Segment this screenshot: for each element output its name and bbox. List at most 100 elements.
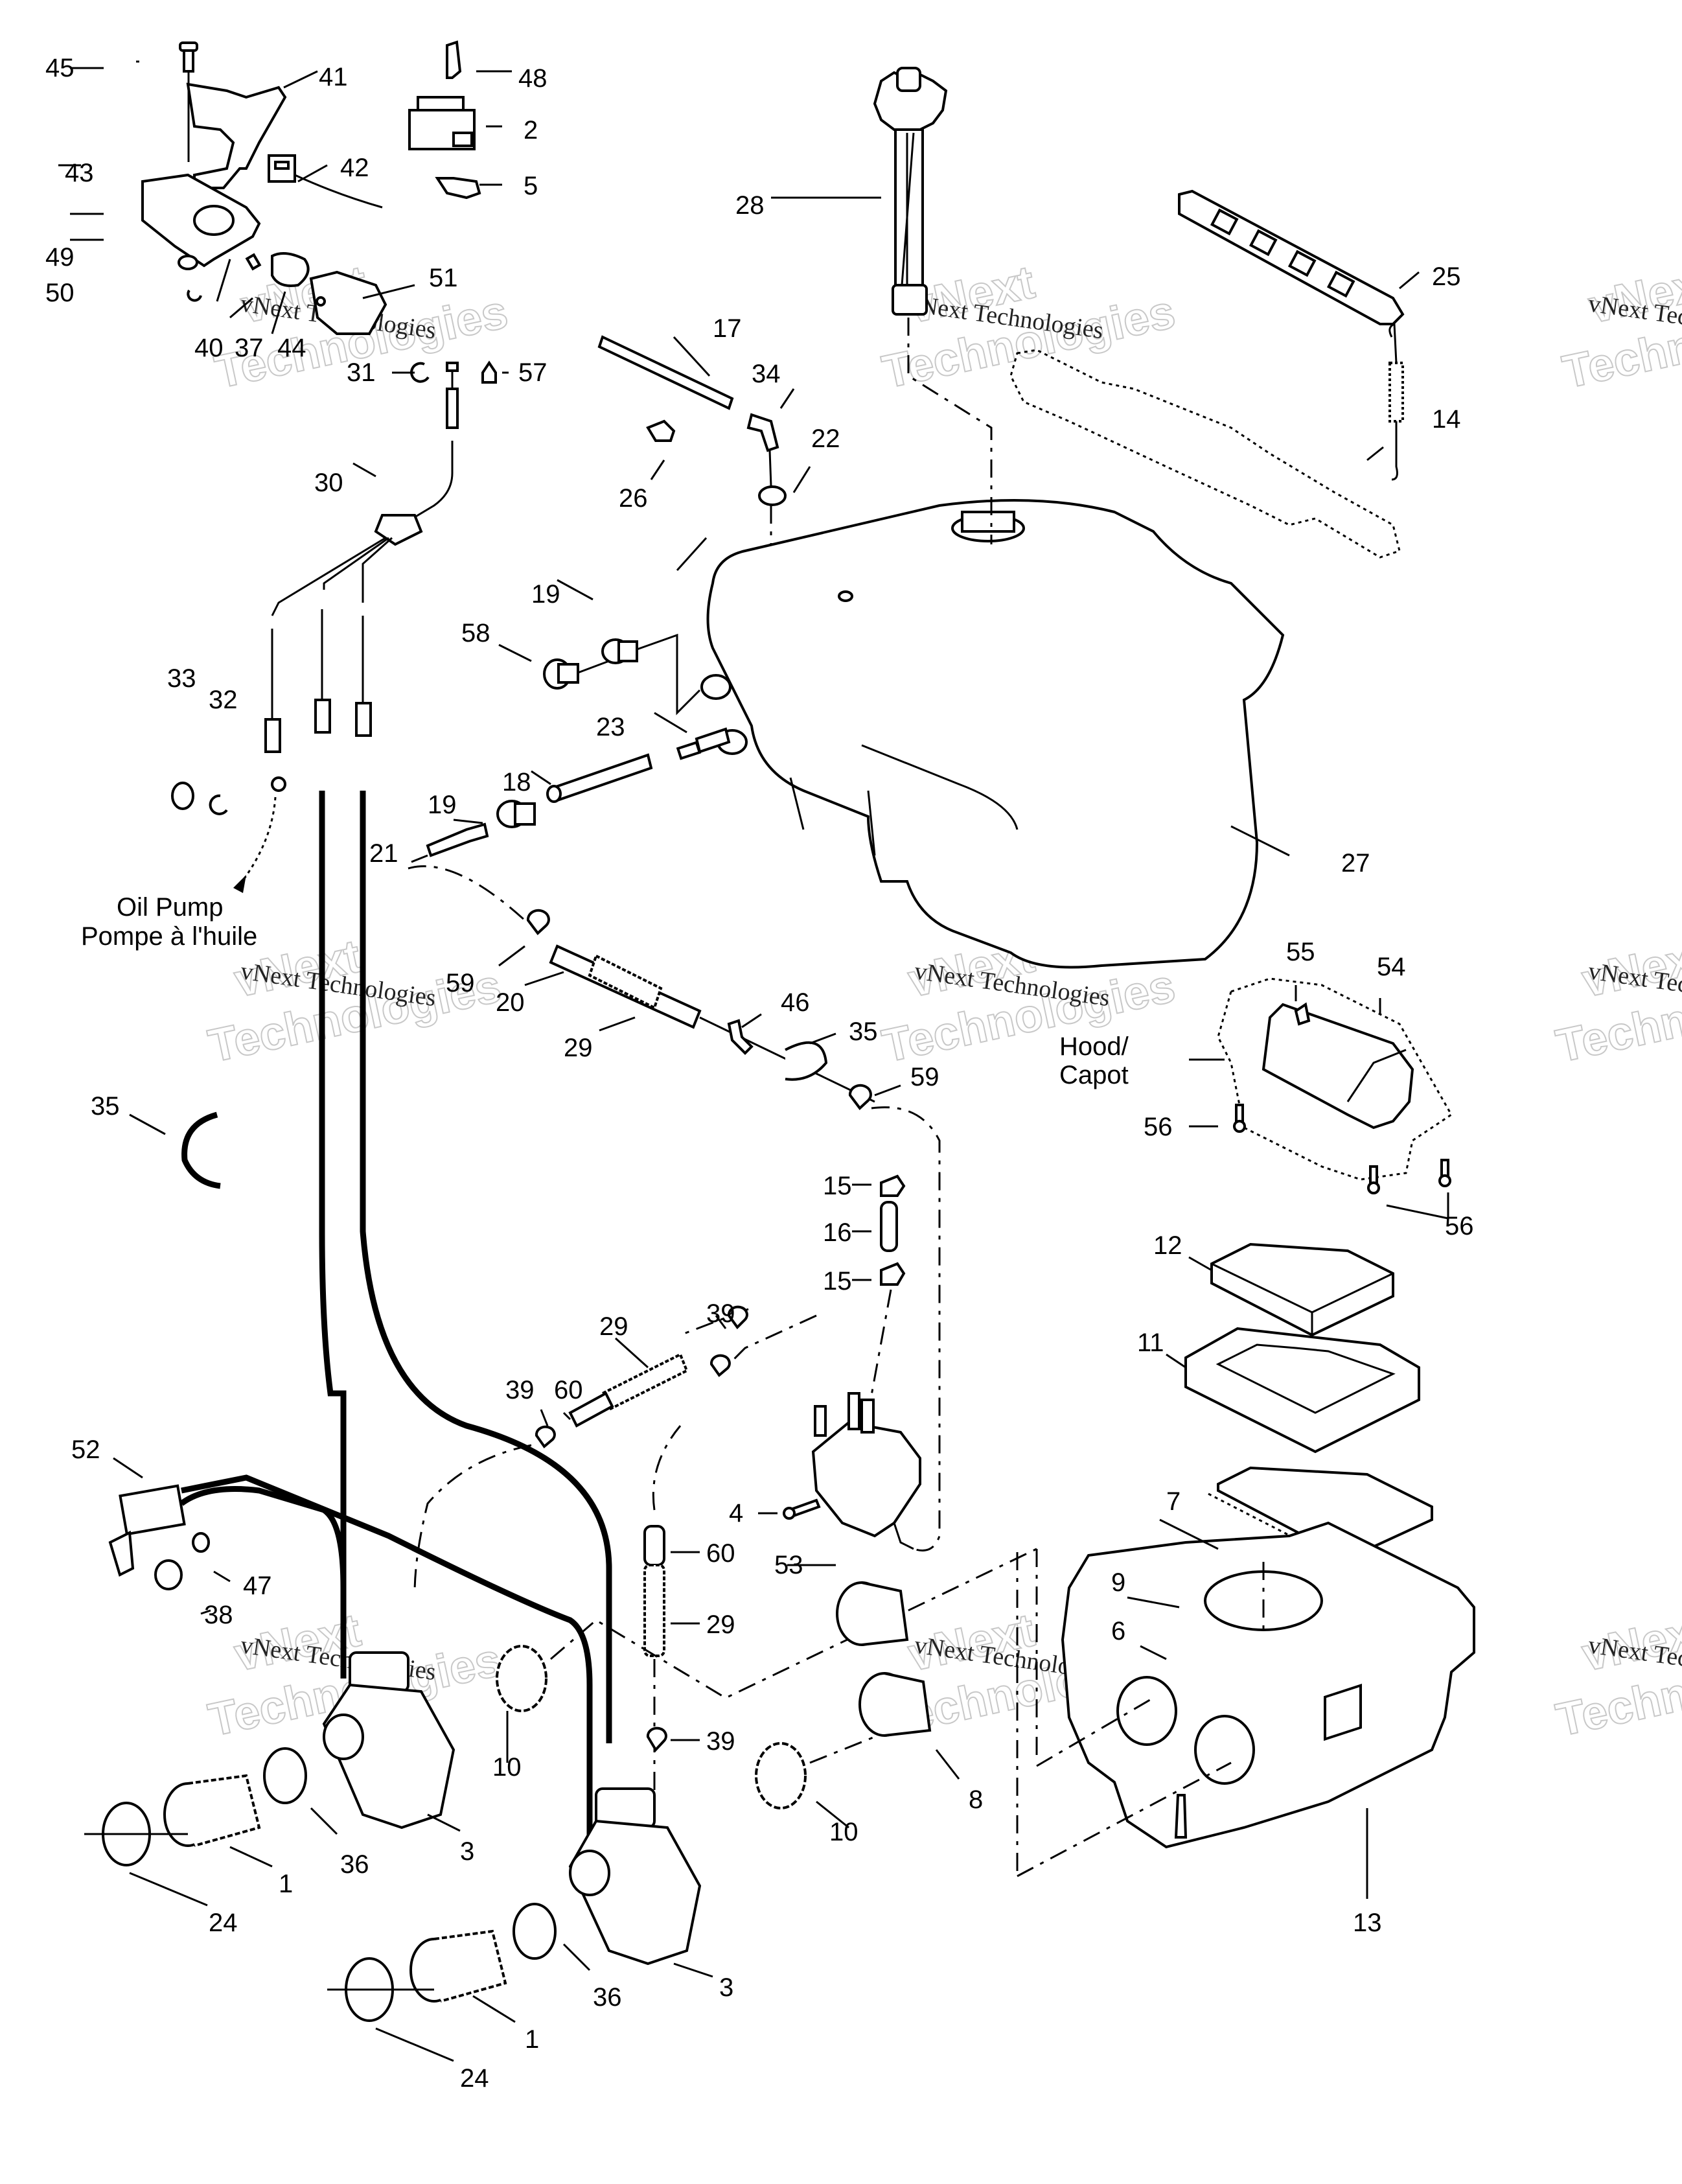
callout-60b: 60: [706, 1539, 735, 1568]
callout-60: 60: [554, 1376, 583, 1404]
callout-23: 23: [596, 713, 625, 741]
washer-47-icon: [192, 1532, 210, 1553]
callout-56b: 56: [1445, 1212, 1474, 1240]
hose-17-icon: [597, 335, 734, 410]
grommet-22-icon: [758, 485, 787, 506]
oil-pump-arrow: [238, 796, 277, 885]
callout-14: 14: [1432, 405, 1461, 434]
throttle-cable-30: [264, 441, 454, 792]
callout-53: 53: [774, 1551, 803, 1579]
callout-8: 8: [969, 1785, 983, 1814]
callout-31: 31: [347, 358, 376, 387]
vent-hose-group: [526, 909, 941, 1551]
fastener-55-icon: [1294, 1002, 1311, 1026]
clamp-10b-icon: [755, 1742, 807, 1809]
bracket-46-icon: [727, 1019, 754, 1055]
callout-15b: 15: [823, 1267, 852, 1295]
callout-2: 2: [524, 116, 538, 145]
clamp-36a-icon: [263, 1747, 307, 1804]
terminal-5-icon: [435, 177, 481, 200]
callout-24: 24: [209, 1909, 238, 1937]
filter-12-icon: [1210, 1242, 1394, 1337]
leader-lines: [58, 60, 1449, 2062]
callout-33: 33: [167, 664, 196, 693]
callout-37: 37: [235, 334, 264, 362]
callout-35b: 35: [91, 1092, 120, 1121]
callout-51: 51: [429, 264, 458, 292]
callout-3b: 3: [719, 1973, 733, 2002]
callout-19: 19: [531, 580, 560, 609]
choke-52-group: [108, 1474, 593, 1879]
fuel-tank-27-icon: [706, 499, 1285, 969]
throttle-cable-left: [319, 791, 347, 1679]
callout-10: 10: [492, 1753, 522, 1782]
clamp-39c-icon: [535, 1425, 556, 1448]
clip-35-icon: [785, 1041, 828, 1081]
callout-58: 58: [461, 619, 490, 647]
callout-29b: 29: [599, 1312, 628, 1341]
valve-57-icon: [481, 360, 497, 384]
fuel-tank-group: [597, 67, 1405, 969]
callout-41: 41: [319, 63, 348, 91]
callout-38: 38: [204, 1601, 233, 1629]
hose-60-group: [413, 1305, 817, 1815]
watermarks: vNext Technologies vNext Technologies vN…: [203, 255, 1682, 1747]
callout-11: 11: [1137, 1329, 1164, 1357]
hose-60-icon: [568, 1391, 614, 1428]
hood-label-fr: Capot: [1059, 1061, 1129, 1089]
callout-3: 3: [460, 1837, 474, 1866]
spring-14-icon: [1388, 322, 1404, 481]
callout-5: 5: [524, 172, 538, 200]
boot-29-icon: [588, 954, 663, 1010]
callout-56: 56: [1144, 1113, 1173, 1141]
plate-25-icon: [1178, 189, 1405, 325]
clamp-59b-icon: [848, 1084, 872, 1110]
callout-24b: 24: [460, 2064, 489, 2093]
clip-32-icon: [209, 794, 228, 815]
callout-57: 57: [518, 358, 547, 387]
callout-45: 45: [45, 54, 75, 82]
hose-16-icon: [880, 1201, 898, 1252]
callout-30: 30: [314, 469, 343, 497]
callout-25: 25: [1432, 262, 1461, 291]
throttle-cable-right: [360, 791, 612, 1743]
callout-18: 18: [502, 768, 531, 796]
callout-13: 13: [1353, 1909, 1382, 1937]
oil-pump-label-fr: Pompe à l'huile: [81, 922, 257, 951]
clamp-39b-icon: [709, 1354, 731, 1377]
clamp-39d-icon: [646, 1726, 667, 1752]
callout-4: 4: [729, 1499, 743, 1528]
callout-36b: 36: [593, 1983, 622, 2012]
callout-39b: 39: [505, 1376, 535, 1404]
callout-48: 48: [518, 64, 547, 93]
plate-7-icon: [1217, 1466, 1433, 1561]
fuel-pump-53-icon: [811, 1392, 921, 1550]
carburetor-3b-icon: [568, 1787, 702, 1966]
intake-left-group: [84, 1747, 307, 1866]
callout-7: 7: [1166, 1487, 1181, 1516]
callout-54: 54: [1377, 953, 1406, 981]
callout-26: 26: [619, 484, 648, 513]
clamp-15a-icon: [880, 1174, 906, 1197]
throttle-lever-icon: [186, 82, 287, 189]
clip-35b-icon: [181, 1111, 221, 1189]
callout-19b: 19: [428, 791, 457, 819]
air-silencer-group: [1016, 977, 1475, 1877]
callout-46: 46: [781, 988, 810, 1017]
throttle-housing-group: [141, 40, 497, 429]
support-frame-outline: [1009, 349, 1401, 559]
silencer-cap-54-icon: [1262, 1003, 1414, 1130]
connector-2-icon: [408, 96, 476, 150]
clip-50-icon: [187, 289, 202, 302]
callout-47: 47: [243, 1572, 272, 1600]
clamp-59-icon: [526, 909, 550, 935]
callout-42: 42: [340, 154, 369, 182]
callout-39: 39: [706, 1299, 735, 1328]
hood-label: Hood/: [1059, 1032, 1129, 1061]
callout-28: 28: [735, 191, 765, 220]
callout-39c: 39: [706, 1727, 735, 1756]
boot-29b-icon: [601, 1353, 689, 1411]
callout-20: 20: [496, 988, 525, 1017]
callout-1: 1: [279, 1870, 293, 1898]
cover-51-icon: [309, 270, 387, 335]
